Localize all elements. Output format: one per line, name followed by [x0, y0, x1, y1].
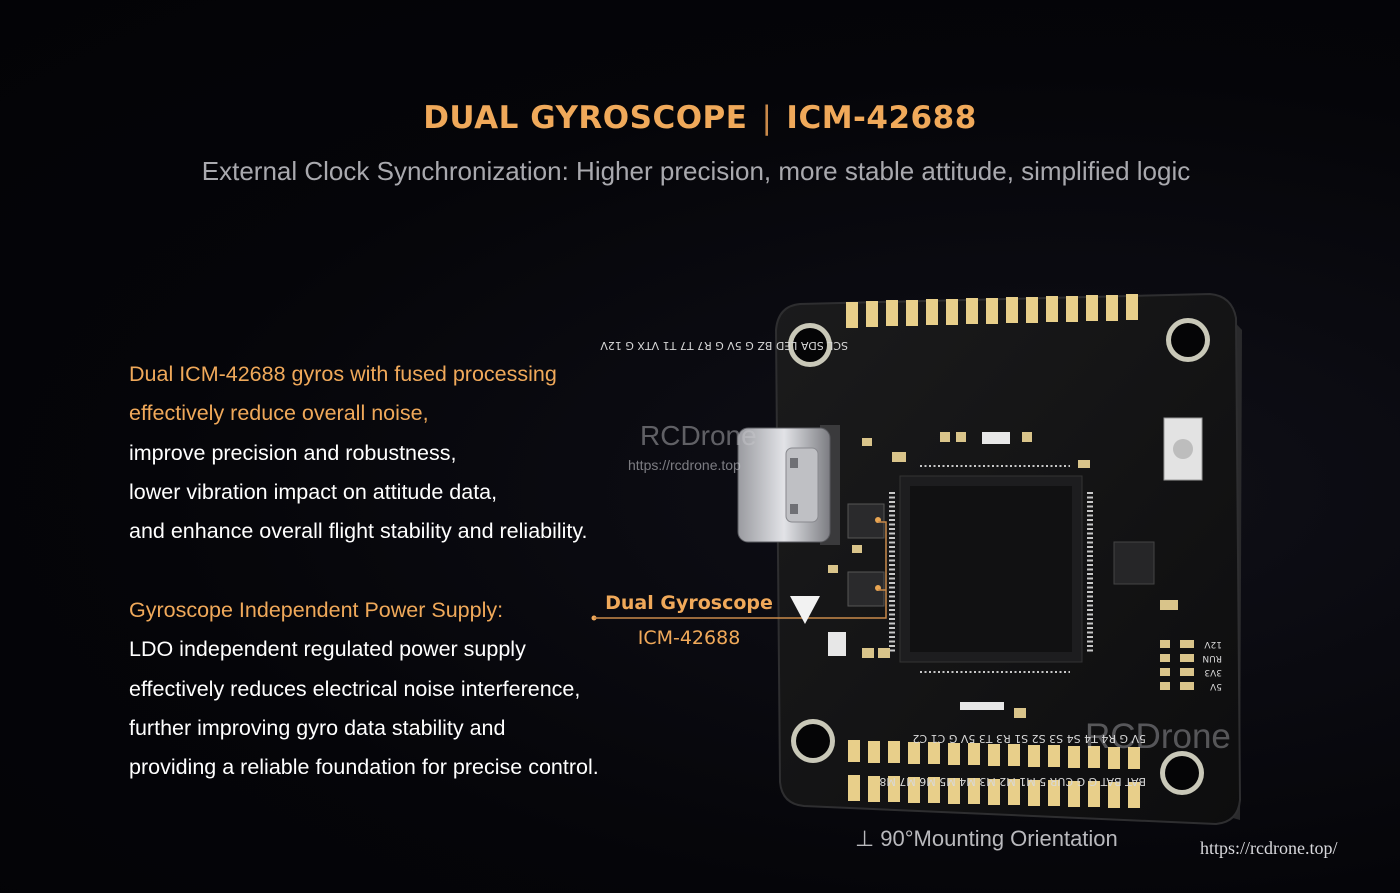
title-part2: ICM-42688: [786, 100, 977, 136]
bottom-pad-labels-row2: BAT BAT G G CUR 5 M1 M2 M3 M4 M5 M6 M7 M…: [879, 775, 1146, 788]
feature-heading-line: effectively reduce overall noise,: [129, 401, 429, 426]
usb-c-connector: [737, 425, 840, 545]
mounting-orientation-note: ⊥ 90°Mounting Orientation: [855, 826, 1118, 851]
callout-leader: [591, 521, 887, 621]
top-solder-pads: [846, 294, 1138, 328]
led-indicators: [1160, 640, 1194, 690]
bottom-pad-labels-row1: 5V G R4 T4 S4 S3 S2 S1 R3 T3 5V G C1 C2: [912, 732, 1146, 745]
feature-body-line: lower vibration impact on attitude data,: [129, 479, 498, 504]
top-pad-labels: SCL SDA LED BZ G 5V G R7 T7 T1 VTX G 12V: [600, 339, 848, 352]
feature-body-line: effectively reduces electrical noise int…: [129, 676, 581, 701]
side-label-5v: 5V: [1209, 681, 1222, 691]
gyro-chips: [847, 503, 885, 607]
bottom-solder-pads-row1: [848, 740, 1140, 769]
title-separator: |: [761, 100, 773, 136]
title-part1: DUAL GYROSCOPE: [423, 100, 748, 136]
watermark-brand: RCDrone: [640, 420, 757, 451]
feature-body-line: improve precision and robustness,: [129, 440, 457, 465]
page-title: DUAL GYROSCOPE | ICM-42688: [0, 100, 1400, 136]
side-label-12v: 12V: [1204, 639, 1222, 649]
page-subtitle: External Clock Synchronization: Higher p…: [201, 156, 1191, 186]
orientation-arrow-icon: [790, 596, 820, 624]
feature-block-noise: Dual ICM-42688 gyros with fused processi…: [129, 355, 649, 551]
boot-button: [1163, 417, 1203, 481]
feature-body-line: and enhance overall flight stability and…: [129, 519, 588, 544]
feature-body-line: providing a reliable foundation for prec…: [129, 755, 599, 780]
feature-heading-line: Dual ICM-42688 gyros with fused processi…: [129, 362, 557, 386]
watermark-brand-large: RCDrone: [1085, 717, 1231, 756]
side-label-run: RUN: [1202, 653, 1222, 663]
mounting-holes: [788, 318, 1210, 795]
side-label-3v3: 3V3: [1204, 667, 1222, 677]
mcu-chip: [899, 475, 1083, 663]
feature-heading-line: Gyroscope Independent Power Supply:: [129, 598, 504, 622]
watermark-brand-url: https://rcdrone.top: [628, 457, 741, 473]
callout-line2: ICM-42688: [637, 627, 741, 649]
feature-body-line: LDO independent regulated power supply: [129, 637, 526, 662]
inductor: [1113, 541, 1155, 585]
bottom-solder-pads-row2: [848, 775, 1140, 808]
gyro-callout: Dual Gyroscope ICM-42688: [600, 586, 778, 656]
footer-url: https://rcdrone.top/: [1200, 838, 1338, 858]
feature-body-line: further improving gyro data stability an…: [129, 715, 506, 740]
passive-components: [828, 432, 1178, 718]
feature-block-power: Gyroscope Independent Power Supply: LDO …: [129, 591, 649, 787]
callout-line1: Dual Gyroscope: [605, 592, 773, 614]
